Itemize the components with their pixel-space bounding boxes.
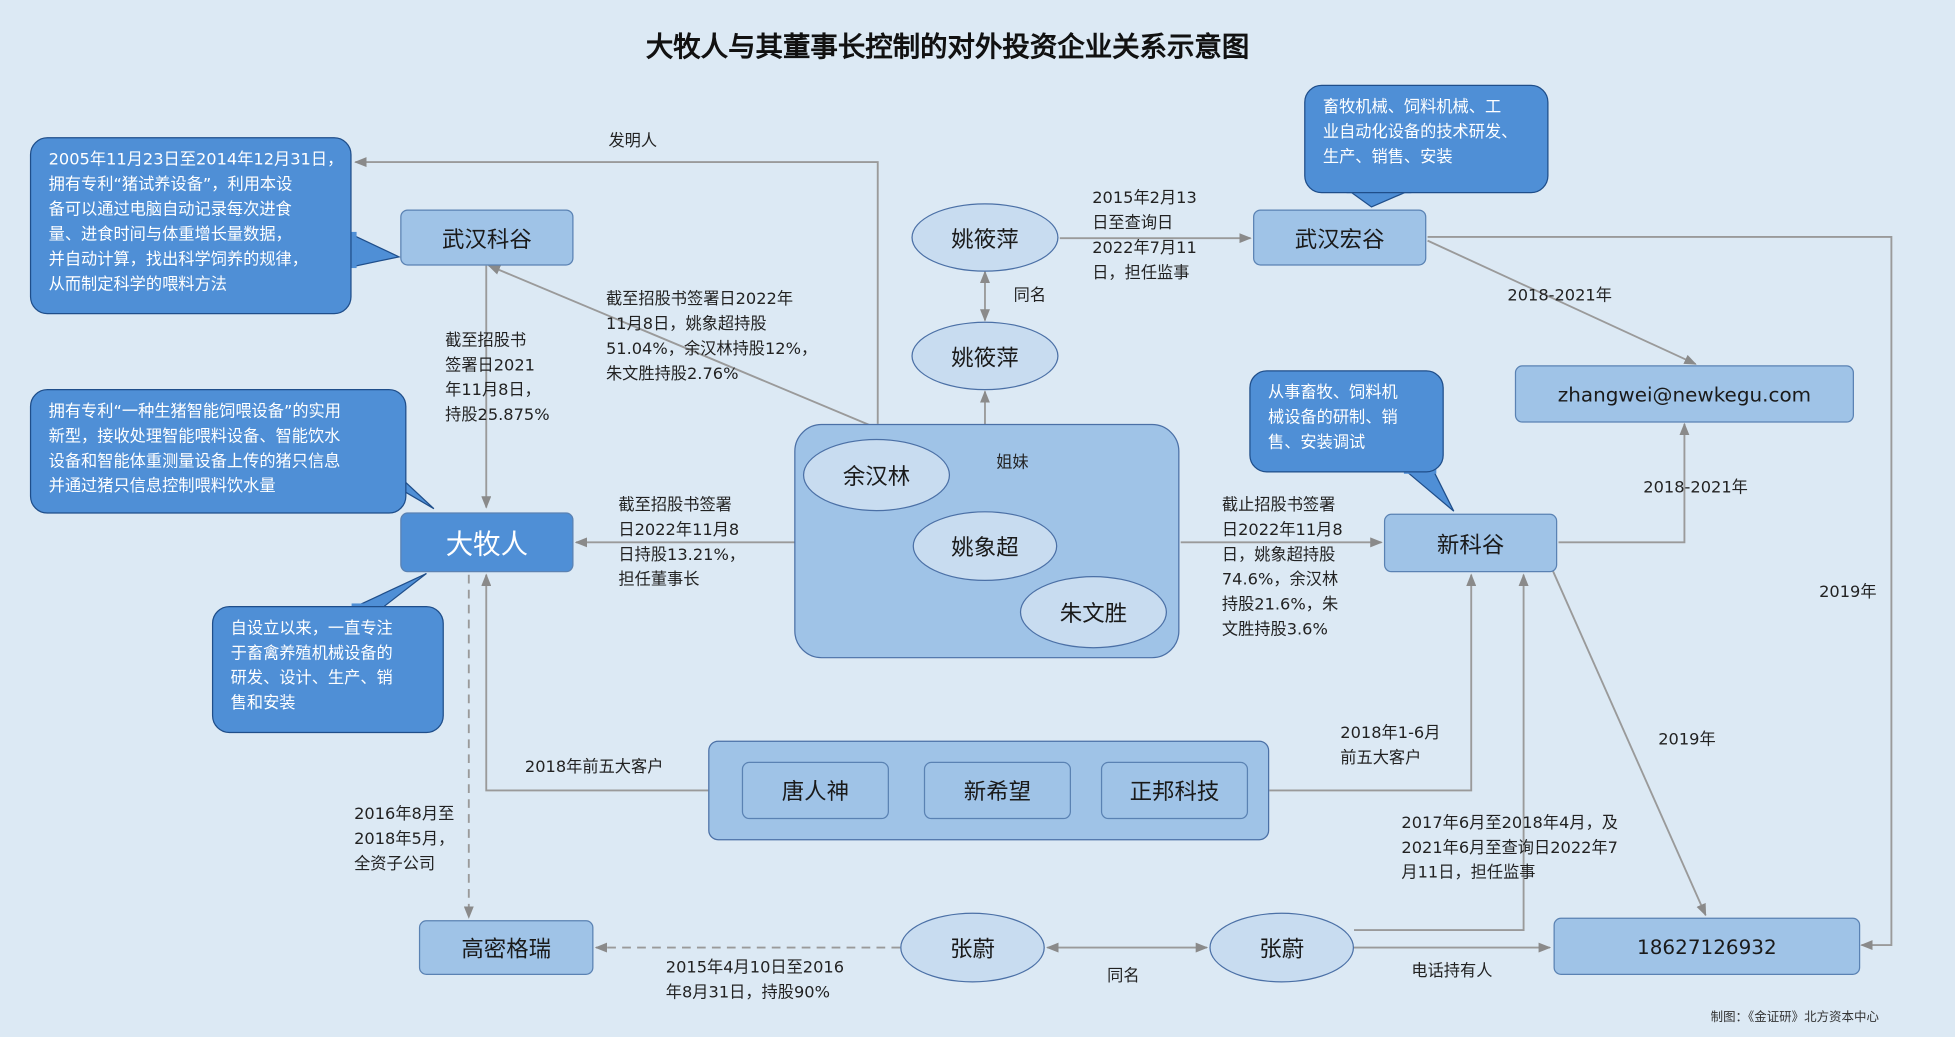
zhangwei-same-name-label: 同名 xyxy=(1107,967,1140,987)
edge-xinkegu-email xyxy=(1558,422,1690,544)
xinkegu-description-bubble: 从事畜牧、饲料机 械设备的研制、销 售、安装调试 xyxy=(1249,370,1444,473)
yao-same-name-label: 同名 xyxy=(1013,286,1047,306)
zhangwei-1-node[interactable]: 张蔚 xyxy=(900,912,1045,983)
sisters-label: 姐妹 xyxy=(996,453,1029,473)
xinkegu-node[interactable]: 新科谷 xyxy=(1383,513,1558,573)
edge-customers-damuren xyxy=(481,573,709,792)
damuren-node[interactable]: 大牧人 xyxy=(400,512,574,573)
gaomi-gerui-node[interactable]: 高密格瑞 xyxy=(418,920,594,975)
phone-2019-label-b: 2019年 xyxy=(1658,730,1716,750)
bubble-tail-xinkegu-desc xyxy=(1404,470,1455,512)
yao-xiaoping-1-node[interactable]: 姚筱萍 xyxy=(911,203,1059,272)
phone-2019-label-a: 2019年 xyxy=(1819,583,1877,603)
phone-node[interactable]: 18627126932 xyxy=(1553,917,1861,975)
edge-zhangwei-xinkegu xyxy=(1354,573,1529,932)
yao-supervisor-label: 2015年2月13 日至查询日 2022年7月11 日，担任监事 xyxy=(1092,189,1197,284)
honggu-description-bubble: 畜牧机械、饲料机械、工 业自动化设备的技术研发、 生产、销售、安装 xyxy=(1304,84,1549,194)
tangrenshen-node[interactable]: 唐人神 xyxy=(741,761,889,820)
wuhan-kegu-node[interactable]: 武汉科谷 xyxy=(400,209,574,266)
xinkegu-shareholders-label: 截止招股书签署 日2022年11月8 日，姚象超持股 74.6%，余汉林 持股2… xyxy=(1221,496,1343,640)
kegu-shareholders-label: 截至招股书签署日2022年 11月8日，姚象超持股 51.04%，余汉林持股12… xyxy=(605,290,818,385)
wuhan-honggu-node[interactable]: 武汉宏谷 xyxy=(1253,209,1427,266)
xinxiwang-node[interactable]: 新希望 xyxy=(923,761,1072,820)
bubble-tail-damuren-desc xyxy=(351,572,427,610)
edge-customers-xinkegu xyxy=(1269,573,1477,792)
yao-xiaoping-2-node[interactable]: 姚筱萍 xyxy=(911,321,1059,391)
zhengbang-node[interactable]: 正邦科技 xyxy=(1100,761,1249,820)
credit-text: 制图：《金证研》北方资本中心 xyxy=(1710,1011,1879,1025)
patent-1-bubble: 2005年11月23日至2014年12月31日， 拥有专利“猪试养设备”，利用本… xyxy=(29,137,352,315)
patent-2-bubble: 拥有专利“一种生猪智能饲喂设备”的实用 新型，接收处理智能喂料设备、智能饮水 设… xyxy=(29,389,407,514)
gaomi-subsidiary-label: 2016年8月至 2018年5月， 全资子公司 xyxy=(354,805,455,875)
top5-2018-label: 2018年前五大客户 xyxy=(524,758,664,777)
chairman-holding-label: 截至招股书签署 日2022年11月8 日持股13.21%， 担任董事长 xyxy=(618,496,746,590)
edge-honggu-email xyxy=(1427,239,1697,365)
zhangwei-holding-label: 2015年4月10日至2016 年8月31日，持股90% xyxy=(665,958,845,1003)
diagram-title: 大牧人与其董事长控制的对外投资企业关系示意图 xyxy=(645,32,1250,64)
bubble-tail-patent-1 xyxy=(350,233,401,268)
top5-2018h1-label: 2018年1-6月 前五大客户 xyxy=(1340,724,1441,769)
edge-panel-kegu xyxy=(487,264,874,428)
damuren-description-bubble: 自设立以来，一直专注 于畜禽养殖机械设备的 研发、设计、生产、销 售和安装 xyxy=(211,605,444,734)
email-node[interactable]: zhangwei@newkegu.com xyxy=(1514,365,1854,423)
phone-holder-label: 电话持有人 xyxy=(1411,962,1493,982)
inventor-label: 发明人 xyxy=(608,132,658,151)
email-period-label-1: 2018-2021年 xyxy=(1507,286,1612,306)
yao-xiangchao-node[interactable]: 姚象超 xyxy=(912,511,1058,582)
edge-xinkegu-phone xyxy=(1547,560,1707,917)
yu-hanlin-node[interactable]: 余汉林 xyxy=(802,438,951,512)
email-period-label-2: 2018-2021年 xyxy=(1643,478,1748,498)
edge-inventor xyxy=(354,157,879,424)
edge-honggu-phone xyxy=(1427,235,1893,951)
wuhan-kegu-holding-label: 截至招股书 签署日2021 年11月8日， 持股25.875% xyxy=(445,331,550,426)
zhu-wensheng-node[interactable]: 朱文胜 xyxy=(1019,576,1168,649)
zhangwei-supervisor-label: 2017年6月至2018年4月，及 2021年6月至查询日2022年7 月11日… xyxy=(1401,814,1618,883)
zhangwei-2-node[interactable]: 张蔚 xyxy=(1209,912,1355,983)
